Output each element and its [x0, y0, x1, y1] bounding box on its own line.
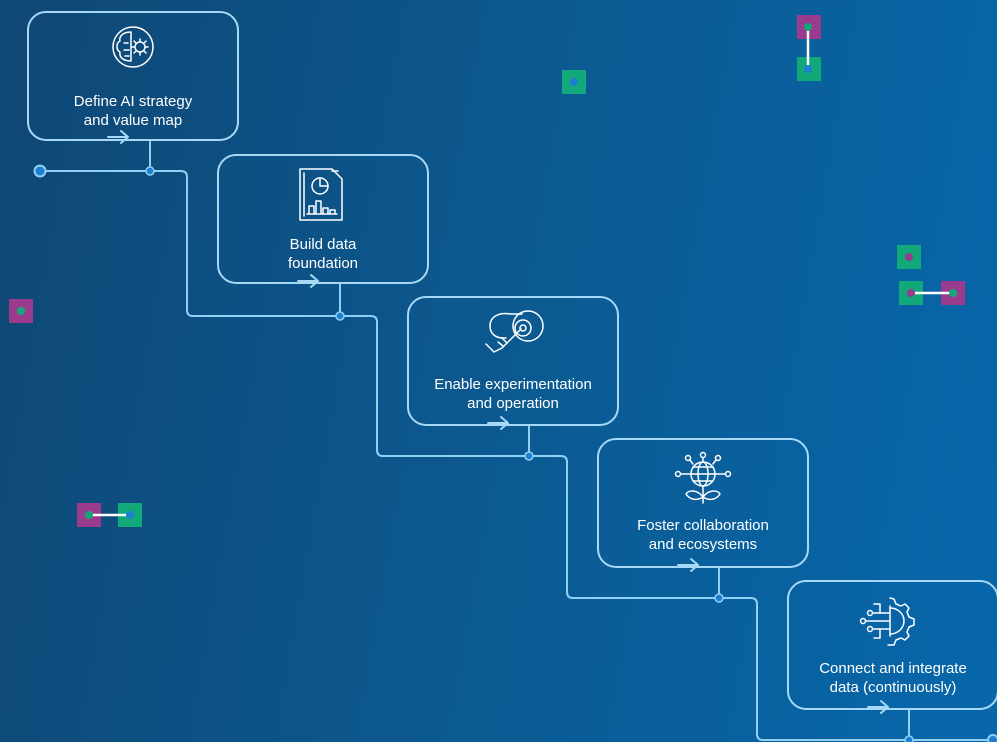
step-box-1: [27, 11, 239, 144]
step-box-5: [787, 580, 997, 714]
step-label-3: Enable experimentation and operation: [408, 375, 618, 413]
decorative-square-pair-top: [797, 15, 821, 81]
step-box-2: [217, 154, 429, 288]
decorative-square-single: [562, 70, 586, 94]
end-node: [987, 734, 997, 742]
globe-plant-network-icon: [674, 451, 732, 504]
step-2-line-2: foundation: [287, 255, 359, 272]
step-label-5: Connect and integrate data (continuously…: [788, 659, 997, 697]
step-4-line-2: and ecosystems: [648, 536, 758, 553]
junction-node-4: [714, 593, 724, 603]
decorative-square-pair-left: [77, 503, 142, 527]
step-5-line-1: Connect and integrate: [819, 660, 967, 677]
brain-gear-icon: [112, 26, 154, 68]
decorative-square-left-single: [9, 299, 33, 323]
step-box-4: [597, 438, 809, 572]
step-box-3: [407, 296, 619, 430]
step-2-line-1: Build data: [289, 236, 357, 253]
step-label-2: Build data foundation: [218, 235, 428, 273]
junction-node-2: [335, 311, 345, 321]
step-3-line-2: and operation: [467, 395, 559, 412]
step-1-line-2: and value map: [83, 112, 183, 129]
decorative-square-pair-right: [899, 281, 965, 305]
plug-gear-circuit-icon: [859, 597, 915, 646]
step-1-line-1: Define AI strategy: [73, 93, 193, 110]
step-3-line-1: Enable experimentation: [434, 376, 592, 393]
step-5-line-2: data (continuously): [829, 679, 957, 696]
step-4-line-1: Foster collaboration: [637, 517, 769, 534]
chart-document-icon: [299, 168, 343, 221]
junction-node-1: [145, 166, 155, 176]
step-label-4: Foster collaboration and ecosystems: [598, 516, 808, 554]
junction-node-5: [904, 735, 914, 742]
hand-target-gear-icon: [485, 310, 544, 353]
start-node: [33, 164, 47, 178]
step-label-1: Define AI strategy and value map: [28, 92, 238, 130]
junction-node-3: [524, 451, 534, 461]
decorative-square-right-single: [897, 245, 921, 269]
connector-path: [40, 170, 997, 741]
